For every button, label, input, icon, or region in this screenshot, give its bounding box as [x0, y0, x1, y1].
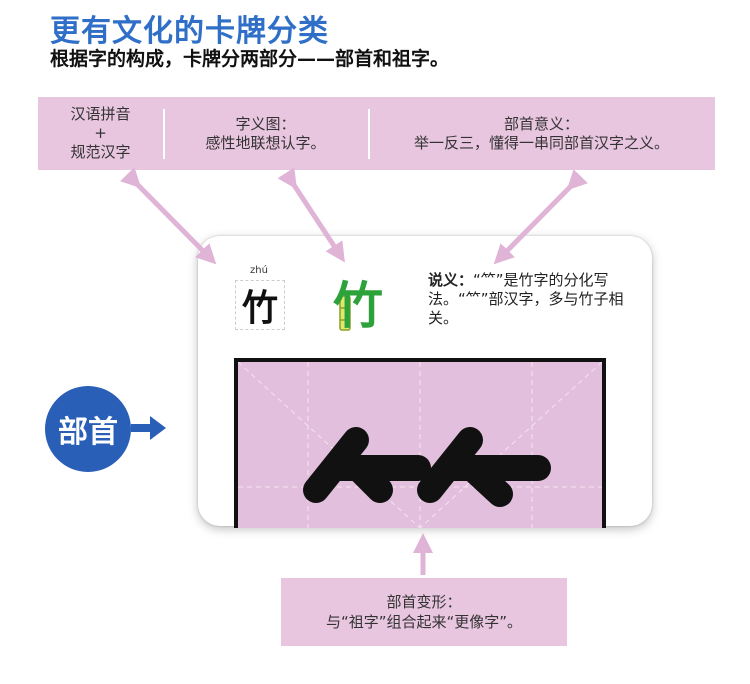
card-pinyin: zhú — [250, 265, 268, 276]
bamboo-picture-character: 竹 — [326, 270, 390, 335]
arrow-meaning — [277, 167, 345, 263]
divider — [368, 109, 370, 159]
radical-glyph — [238, 362, 602, 528]
label-radical-meaning: 部首意义： 举一反三，懂得一串同部首汉字之义。 — [368, 97, 715, 170]
bottom-label: 部首变形： 与“祖字”组合起来“更像字”。 — [281, 578, 567, 646]
page-subtitle: 根据字的构成，卡牌分两部分——部首和祖字。 — [50, 48, 450, 70]
label-meaning-picture: 字义图： 感性地联想认字。 — [163, 97, 368, 170]
top-label-bar: 汉语拼音 + 规范汉字 字义图： 感性地联想认字。 部首意义： 举一反三，懂得一… — [38, 97, 715, 170]
label-pinyin-line1: 汉语拼音 — [70, 105, 131, 123]
card-character: 竹 — [235, 280, 285, 330]
card-explanation: 说义：“⺮”是竹字的分化写法。“⺮”部汉字，多与竹子相关。 — [428, 271, 628, 328]
arrow-radical-meaning — [493, 169, 588, 265]
bottom-label-line2: 与“祖字”组合起来“更像字”。 — [325, 613, 523, 631]
label-pinyin-line2: + — [94, 124, 107, 142]
label-radical-line2: 举一反三，懂得一串同部首汉字之义。 — [413, 133, 669, 152]
radical-display — [234, 358, 606, 528]
divider — [163, 109, 165, 159]
badge-arrow-icon — [131, 416, 166, 440]
radical-badge: 部首 — [45, 386, 131, 472]
bamboo-icon — [339, 295, 351, 331]
label-meaning-line1: 字义图： — [235, 114, 296, 133]
explain-text: “⺮”是竹字的分化写法。“⺮”部汉字，多与竹子相关。 — [428, 271, 624, 327]
arrow-pinyin — [120, 167, 217, 265]
label-radical-line1: 部首意义： — [503, 114, 579, 133]
explain-label: 说义： — [428, 271, 474, 289]
bamboo-character: 竹 — [333, 277, 383, 335]
page-title: 更有文化的卡牌分类 — [50, 14, 329, 49]
bottom-label-line1: 部首变形： — [386, 593, 462, 611]
label-meaning-line2: 感性地联想认字。 — [205, 133, 326, 152]
label-pinyin-hanzi: 汉语拼音 + 规范汉字 — [38, 97, 163, 170]
label-pinyin-line3: 规范汉字 — [70, 143, 131, 161]
